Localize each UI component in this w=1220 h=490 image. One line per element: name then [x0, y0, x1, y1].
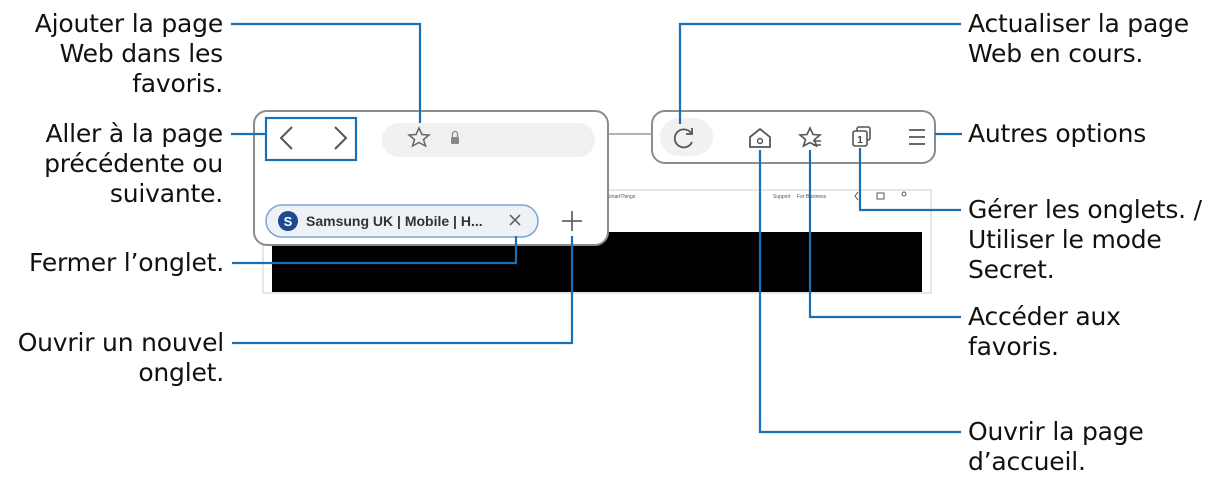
callout-line-home — [758, 150, 961, 434]
lock-icon — [451, 137, 459, 144]
nav-buttons-highlight — [264, 116, 358, 162]
tab-favicon-letter: S — [284, 214, 293, 229]
tab-count: 1 — [857, 135, 863, 146]
refresh-icon — [673, 128, 693, 149]
callout-bookmarks: Accéder aux favoris. — [968, 302, 1121, 361]
callout-manage-tabs: Gérer les onglets. / Utiliser le mode Se… — [968, 195, 1202, 284]
tabs-manager-icon — [852, 130, 868, 147]
callout-back-forward: Aller à la page précédente ou suivante. — [44, 119, 223, 208]
callout-home: Ouvrir la page d’accueil. — [968, 417, 1144, 476]
home-icon — [749, 127, 771, 148]
callout-line-bookmarks — [808, 150, 961, 319]
more-options-icon — [909, 129, 925, 145]
site-chevron-icon — [854, 191, 859, 201]
back-icon — [279, 126, 293, 150]
callout-lines — [231, 22, 962, 434]
callout-close-tab: Fermer l’onglet. — [29, 248, 224, 277]
callout-line-refresh — [678, 22, 961, 124]
site-link-business: For Business — [797, 194, 827, 200]
callout-line-new-tab — [232, 236, 574, 345]
site-user-icon — [901, 191, 907, 197]
callout-refresh: Actualiser la page Web en cours. — [968, 9, 1189, 68]
bookmarks-star-icon — [797, 126, 823, 148]
callout-add-bookmark: Ajouter la page Web dans les favoris. — [34, 9, 223, 98]
close-tab-icon — [509, 214, 521, 226]
add-bookmark-star-icon — [407, 126, 431, 148]
tab-favicon — [278, 211, 298, 231]
site-cart-icon — [876, 192, 885, 200]
tab-title: Samsung UK | Mobile | H... — [306, 213, 483, 229]
forward-icon — [334, 126, 348, 150]
callout-line-add-bookmark — [231, 22, 422, 123]
site-nav-text: SmartThings — [607, 194, 636, 200]
lock-shackle-icon — [451, 130, 459, 137]
right-toolbar-panel — [651, 110, 936, 164]
site-link-support: Support — [773, 194, 791, 200]
address-bar — [382, 123, 595, 157]
callout-line-manage-tabs — [858, 148, 961, 212]
callout-more-options: Autres options — [968, 119, 1147, 148]
callout-line-close-tab — [232, 236, 518, 265]
browser-tab — [265, 204, 539, 238]
new-tab-plus-icon — [562, 211, 582, 231]
callout-new-tab: Ouvrir un nouvel onglet. — [17, 328, 225, 387]
refresh-button-bg — [660, 118, 713, 156]
